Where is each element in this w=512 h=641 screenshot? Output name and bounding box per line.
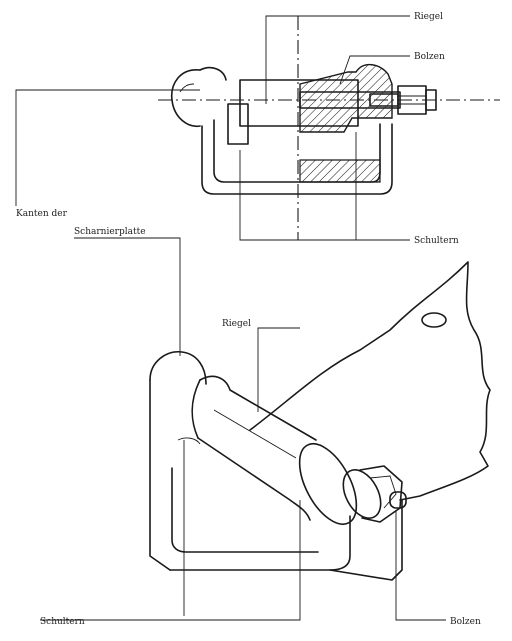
isometric-view: Scharnierplatte Riegel Schultern Bolzen [40, 227, 491, 627]
label-schultern-top: Schultern [414, 236, 459, 246]
label-scharnierplatte: Scharnierplatte [74, 227, 146, 237]
knuckle-top [199, 66, 227, 81]
knuckle-inner-curve [177, 437, 201, 445]
bolt-shaft [299, 91, 401, 109]
latch-tip [227, 103, 249, 145]
nut-face [369, 475, 397, 509]
leader-schultern-a [239, 150, 410, 241]
leader-riegel-bottom [257, 327, 300, 412]
knuckle-highlight [179, 83, 195, 93]
bracket-right-wall [329, 499, 403, 581]
bracket-outer [201, 123, 393, 195]
leader-scharnierplatte [74, 237, 181, 356]
label-bolzen-top: Bolzen [414, 52, 445, 62]
leader-kanten [15, 89, 200, 206]
leader-riegel-top [265, 15, 410, 104]
bolt-end [389, 491, 407, 509]
bolt-collar [369, 93, 399, 107]
latch-top-edge [199, 375, 317, 441]
bracket-left-wall [149, 379, 171, 571]
latch-bottom-edge [197, 437, 311, 521]
leader-bolzen-top [339, 55, 410, 85]
bolt-nut [359, 465, 403, 523]
label-kanten: Kanten der [16, 209, 68, 219]
hinge-plate-outline [249, 261, 491, 501]
label-riegel-top: Riegel [414, 12, 443, 22]
bolt-end [425, 89, 437, 111]
bracket-knuckle-top [149, 351, 207, 385]
label-riegel-bottom: Riegel [222, 319, 251, 329]
leader-bolzen-bottom [395, 510, 446, 621]
leader-schultern-bottom [40, 500, 301, 621]
label-bolzen-bottom: Bolzen [450, 617, 481, 627]
latch-left-cap [191, 379, 201, 439]
section-view: Riegel Bolzen Kanten der Schultern [15, 12, 500, 246]
plate-hole [421, 312, 447, 328]
bracket-base-front [169, 515, 351, 571]
bolt-collar [342, 469, 382, 519]
label-schultern-bottom: Schultern [40, 617, 85, 627]
base-hatched [299, 159, 381, 183]
bolt-housing-hatched [299, 64, 393, 133]
latch-shade [213, 409, 297, 459]
knuckle-outline [171, 69, 201, 127]
bracket-base-inner [171, 467, 319, 553]
